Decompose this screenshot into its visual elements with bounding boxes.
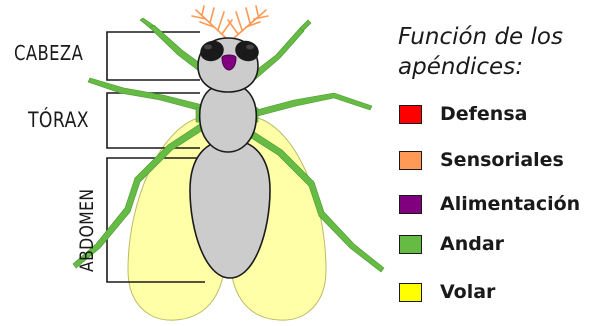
legend-swatch bbox=[399, 151, 422, 170]
legend-title-line-1: Función de los bbox=[398, 22, 588, 52]
legend-label: Defensa bbox=[440, 103, 527, 125]
legend-label: Alimentación bbox=[440, 193, 580, 215]
legend-swatch bbox=[399, 105, 422, 124]
legend-title: Función de los apéndices: bbox=[398, 22, 588, 82]
legend-swatch bbox=[399, 235, 422, 254]
legend-label: Andar bbox=[440, 233, 504, 255]
legend-swatch bbox=[399, 195, 422, 214]
head-label: CABEZA bbox=[14, 41, 83, 65]
left-mid-leg bbox=[88, 78, 207, 112]
legend-label: Volar bbox=[440, 281, 495, 303]
right-eye-highlight bbox=[246, 45, 254, 50]
legend-item-andar: Andar bbox=[399, 232, 504, 256]
left-eye-highlight bbox=[204, 45, 212, 50]
legend-swatch bbox=[399, 283, 422, 302]
legend-item-sensoriales: Sensoriales bbox=[399, 148, 564, 172]
legend-item-alimentacion: Alimentación bbox=[399, 192, 580, 216]
thorax bbox=[200, 84, 257, 152]
abdomen-label: ABDOMEN bbox=[76, 189, 98, 272]
right-front-tarsus bbox=[300, 20, 311, 31]
left-front-tarsus bbox=[140, 18, 153, 28]
legend-item-defensa: Defensa bbox=[399, 102, 527, 126]
right-mid-leg bbox=[249, 93, 372, 118]
legend-title-line-2: apéndices: bbox=[398, 52, 588, 82]
legend-item-volar: Volar bbox=[399, 280, 495, 304]
left-antenna bbox=[192, 6, 232, 38]
legend-label: Sensoriales bbox=[440, 149, 564, 171]
thorax-label: TÓRAX bbox=[28, 108, 89, 132]
right-antenna bbox=[228, 6, 268, 38]
antennae bbox=[192, 6, 268, 38]
